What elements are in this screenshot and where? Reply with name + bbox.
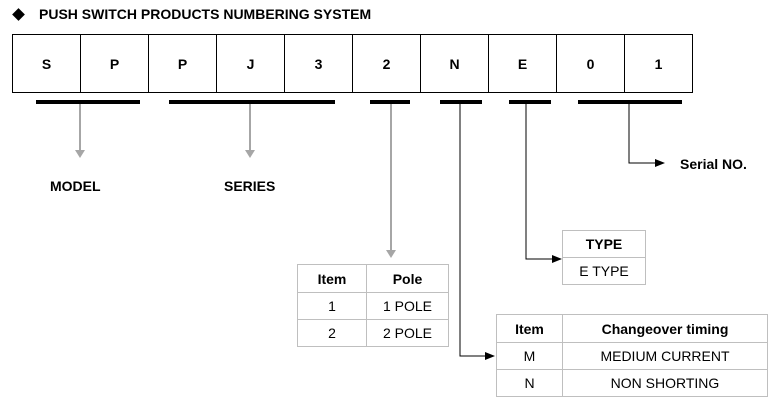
type-underline — [509, 100, 551, 104]
changeover-table-header-timing: Changeover timing — [562, 314, 768, 343]
changeover-table-cell: N — [496, 369, 563, 397]
serial-connector — [628, 104, 656, 164]
changeover-table-header-item: Item — [496, 314, 563, 343]
type-table-header: TYPE — [562, 230, 646, 258]
type-table: TYPE E TYPE — [562, 230, 646, 285]
pole-arrow-icon — [386, 250, 396, 258]
pole-table-cell: 1 POLE — [366, 292, 449, 320]
table-row: M MEDIUM CURRENT — [496, 342, 768, 370]
changeover-table-cell: NON SHORTING — [562, 369, 768, 397]
code-cell: 1 — [624, 34, 693, 93]
part-number-code: S P P J 3 2 N E 0 1 — [12, 34, 693, 93]
type-connector — [525, 104, 553, 260]
pole-table-header-item: Item — [297, 264, 367, 293]
serial-underline — [578, 100, 682, 104]
pole-underline — [370, 100, 410, 104]
changeover-underline — [440, 100, 482, 104]
series-underline — [169, 100, 335, 104]
pole-table-cell: 2 — [297, 319, 367, 347]
model-arrow-icon — [75, 150, 85, 158]
table-row: E TYPE — [562, 257, 646, 285]
pole-table-header-pole: Pole — [366, 264, 449, 293]
changeover-table: Item Changeover timing M MEDIUM CURRENT … — [496, 314, 768, 397]
page-title-row: PUSH SWITCH PRODUCTS NUMBERING SYSTEM — [10, 6, 371, 22]
changeover-arrow-icon — [485, 352, 495, 360]
type-table-value: E TYPE — [562, 257, 646, 285]
pole-table-cell: 2 POLE — [366, 319, 449, 347]
serial-arrow-icon — [655, 159, 665, 167]
model-label: MODEL — [50, 178, 101, 194]
series-arrow-icon — [245, 150, 255, 158]
serial-label: Serial NO. — [680, 156, 747, 172]
pole-table: Item Pole 1 1 POLE 2 2 POLE — [297, 264, 449, 347]
model-underline — [36, 100, 140, 104]
table-row: 2 2 POLE — [297, 319, 449, 347]
pole-table-cell: 1 — [297, 292, 367, 320]
changeover-table-cell: MEDIUM CURRENT — [562, 342, 768, 370]
changeover-connector — [459, 104, 486, 357]
page-title: PUSH SWITCH PRODUCTS NUMBERING SYSTEM — [39, 6, 372, 22]
type-arrow-icon — [552, 255, 562, 263]
series-label: SERIES — [224, 178, 276, 194]
table-row: N NON SHORTING — [496, 369, 768, 397]
changeover-table-cell: M — [496, 342, 563, 370]
table-row: 1 1 POLE — [297, 292, 449, 320]
